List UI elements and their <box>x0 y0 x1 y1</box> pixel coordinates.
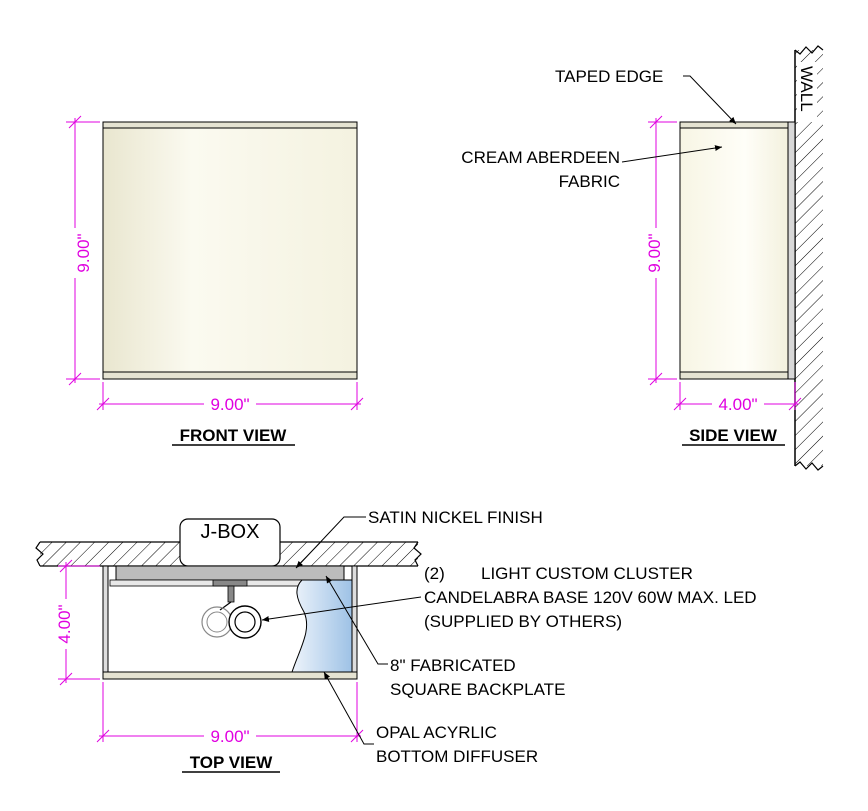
side-depth-label: 4.00" <box>718 395 757 414</box>
side-top-trim <box>679 121 789 129</box>
wall-label: WALL <box>797 66 816 112</box>
front-shade <box>102 121 358 380</box>
front-height-dimension: 9.00" <box>66 115 100 386</box>
cluster-qty: (2) <box>424 564 445 583</box>
front-width-label: 9.00" <box>210 395 249 414</box>
top-right-side <box>351 565 358 680</box>
opal-diffuser <box>291 579 353 673</box>
top-view: J-BOX 4.00" <box>35 508 757 773</box>
fabric-label-line2: FABRIC <box>559 172 620 191</box>
side-bottom-trim <box>679 371 789 380</box>
front-view-title: FRONT VIEW <box>180 426 288 445</box>
diffuser-label-line2: BOTTOM DIFFUSER <box>376 747 538 766</box>
cluster-label-line3: (SUPPLIED BY OTHERS) <box>424 612 622 631</box>
side-view-title: SIDE VIEW <box>689 426 778 445</box>
top-view-title: TOP VIEW <box>190 753 273 772</box>
bulb <box>228 605 262 639</box>
front-height-label: 9.00" <box>74 233 93 272</box>
top-left-side <box>102 565 109 680</box>
top-width-label: 9.00" <box>210 727 249 746</box>
top-height-dimension: 4.00" <box>55 559 100 686</box>
backplate-label-line2: SQUARE BACKPLATE <box>390 680 565 699</box>
top-height-label: 4.00" <box>55 604 74 643</box>
diffuser-label-line1: OPAL ACYRLIC <box>376 723 497 742</box>
side-shade <box>679 121 789 380</box>
taped-edge-label: TAPED EDGE <box>555 67 663 86</box>
front-bottom-trim <box>102 371 358 380</box>
side-view: WALL 9.00" 4.00" SIDE VIEW <box>461 45 824 471</box>
front-top-trim <box>102 121 358 129</box>
side-backplate <box>787 121 796 380</box>
backplate-label-line1: 8" FABRICATED <box>390 656 516 675</box>
fabric-label-line1: CREAM ABERDEEN <box>461 148 620 167</box>
side-height-label: 9.00" <box>645 233 664 272</box>
backplate <box>115 565 345 581</box>
satin-label: SATIN NICKEL FINISH <box>368 508 543 527</box>
cluster-label-line2: CANDELABRA BASE 120V 60W MAX. LED <box>424 588 757 607</box>
jbox-label: J-BOX <box>201 521 260 543</box>
front-view: 9.00" 9.00" FRONT VIEW <box>66 115 364 446</box>
front-width-dimension: 9.00" <box>96 382 364 414</box>
top-bottom-trim <box>102 671 358 680</box>
side-depth-dimension: 4.00" <box>673 382 802 414</box>
top-width-dimension: 9.00" <box>96 682 364 746</box>
side-height-dimension: 9.00" <box>645 115 677 386</box>
cluster-label-line1: LIGHT CUSTOM CLUSTER <box>481 564 693 583</box>
